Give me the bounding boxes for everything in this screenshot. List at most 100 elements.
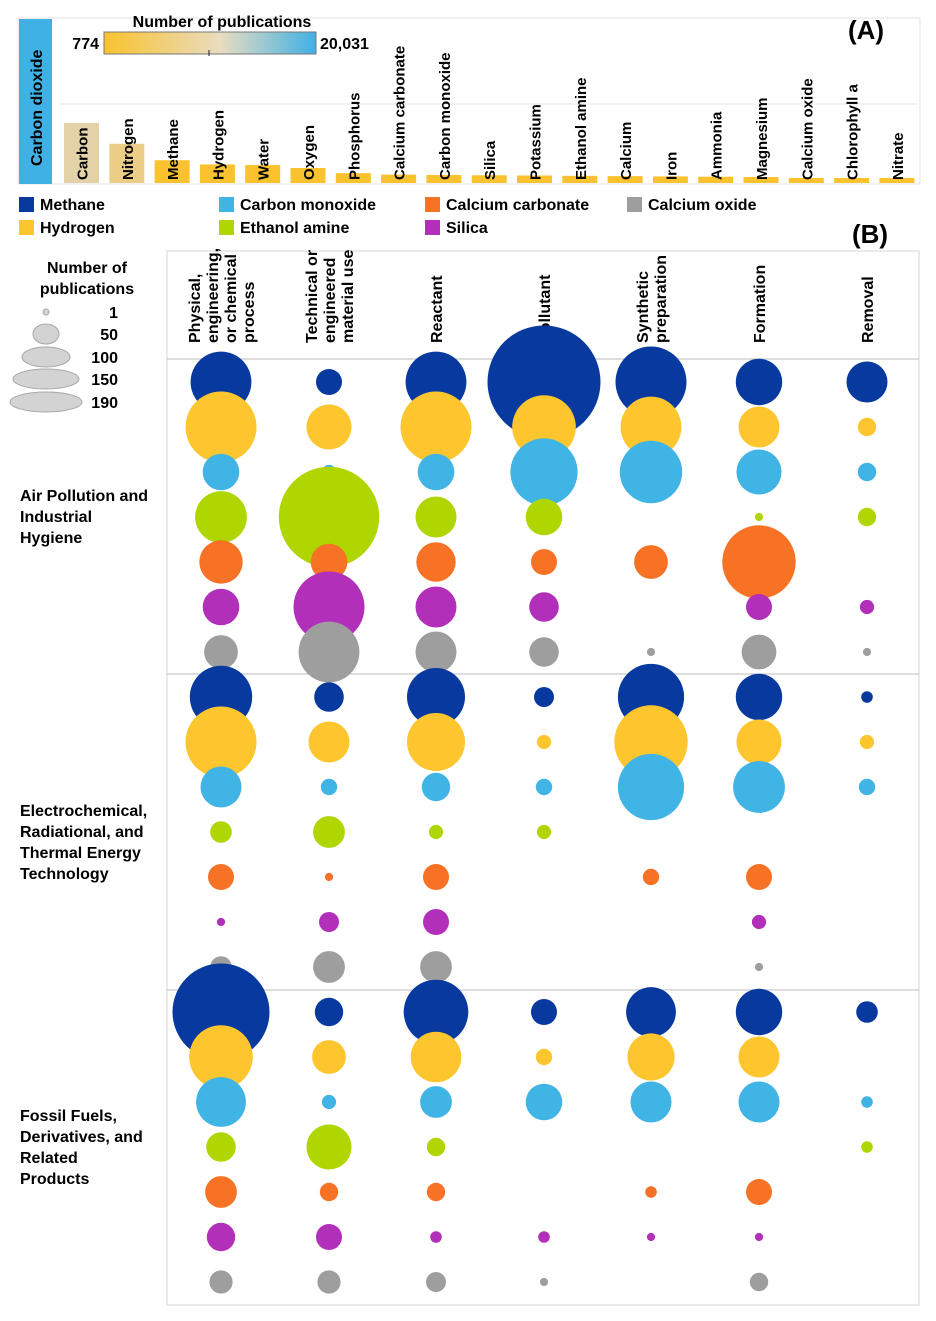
legend-label-silica: Silica — [446, 220, 488, 237]
bar-chlorophyll-a — [834, 178, 870, 183]
bubble-3-carbon-monoxide-col6 — [738, 1081, 780, 1123]
bubble-1-methane-col7 — [846, 361, 888, 403]
bubble-1-ethanol-amine-col4 — [525, 498, 563, 536]
bubble-1-ethanol-amine-col3 — [415, 496, 457, 538]
bubble-1-ethanol-amine-col7 — [857, 507, 877, 527]
legend-swatch-silica — [425, 220, 440, 235]
bubble-3-calcium-carbonate-col6 — [746, 1179, 772, 1205]
column-header-0-line-0: Physical, — [187, 274, 204, 343]
bubble-3-calcium-oxide-col4 — [539, 1277, 549, 1287]
bubble-2-carbon-monoxide-col5 — [617, 753, 685, 821]
panel-a: (A) Carbon dioxide Number of publication… — [17, 14, 921, 185]
size-legend-value-50: 50 — [100, 327, 118, 344]
size-legend-title-line-1: Number of — [47, 260, 128, 277]
bar-ammonia — [698, 176, 734, 183]
bubble-3-ethanol-amine-col1 — [206, 1132, 236, 1162]
bubble-1-silica-col2 — [293, 571, 365, 643]
size-legend-value-190: 190 — [91, 395, 118, 412]
bubble-1-calcium-carbonate-col5 — [634, 545, 668, 579]
bubble-3-carbon-monoxide-col3 — [420, 1086, 452, 1118]
bubble-3-silica-col6 — [754, 1232, 764, 1242]
bubble-1-calcium-oxide-col7 — [862, 647, 872, 657]
panel-a-letter: (A) — [848, 15, 884, 45]
bar-label-calcium-carbonate: Calcium carbonate — [392, 46, 409, 180]
column-header-1-line-0: Technical or — [304, 250, 321, 343]
bar-methane — [154, 160, 190, 183]
legend-label-calcium-oxide: Calcium oxide — [648, 197, 757, 214]
bubble-1-silica-col7 — [859, 599, 875, 615]
bar-potassium — [517, 175, 552, 183]
bubble-2-ethanol-amine-col1 — [210, 821, 232, 843]
group-label-0-line-2: Hygiene — [20, 530, 82, 547]
bubble-2-calcium-oxide-col3 — [420, 951, 452, 983]
bubble-2-methane-col3 — [407, 668, 465, 726]
bubble-2-hydrogen-col1 — [185, 706, 257, 778]
bubble-1-silica-col6 — [746, 594, 772, 620]
panel-a-frame — [17, 17, 921, 185]
bubble-1-calcium-oxide-col1 — [204, 635, 238, 669]
bubble-1-silica-col4 — [529, 592, 559, 622]
group-label-1-line-2: Thermal Energy — [20, 845, 141, 862]
bar-phosphorus — [335, 173, 371, 183]
bar-label-water: Water — [256, 139, 273, 180]
bar-iron — [652, 176, 688, 183]
legend-label-ethanol-amine: Ethanol amine — [240, 220, 349, 237]
bubble-3-silica-col3 — [430, 1231, 442, 1243]
size-legend-title-line-2: publications — [40, 281, 134, 298]
bar-hydrogen — [199, 164, 235, 183]
colorbar-max-label: 20,031 — [320, 36, 369, 53]
bubble-1-carbon-monoxide-col5 — [619, 440, 683, 504]
bubble-3-methane-col7 — [856, 1001, 878, 1023]
bubble-2-hydrogen-col2 — [308, 721, 350, 763]
bubble-1-calcium-oxide-col6 — [741, 634, 777, 670]
legend-swatch-hydrogen — [19, 220, 34, 235]
size-legend-shape-50 — [32, 323, 60, 345]
bar-label-carbon: Carbon — [75, 128, 92, 181]
bar-label-methane: Methane — [165, 119, 182, 180]
group-label-2-line-3: Products — [20, 1171, 89, 1188]
bubble-1-ethanol-amine-col6 — [754, 512, 764, 522]
bubble-3-calcium-oxide-col2 — [317, 1270, 341, 1294]
bar-label-carbon-monoxide: Carbon monoxide — [437, 52, 454, 180]
bubble-1-carbon-monoxide-col6 — [736, 449, 782, 495]
group-label-1-line-1: Radiational, and — [20, 824, 144, 841]
bubble-3-carbon-monoxide-col2 — [321, 1094, 337, 1110]
bar-label-nitrate: Nitrate — [890, 132, 907, 180]
bubble-3-ethanol-amine-col7 — [861, 1141, 873, 1153]
bar-calcium — [607, 176, 643, 183]
bubble-3-methane-col3 — [403, 979, 469, 1045]
bubble-3-hydrogen-col3 — [410, 1031, 462, 1083]
column-header-4-line-0: Synthetic — [635, 271, 652, 343]
bubble-2-carbon-monoxide-col7 — [858, 778, 876, 796]
bar-silica — [471, 175, 507, 183]
bubble-1-silica-col1 — [202, 588, 240, 626]
group-label-2-line-2: Related — [20, 1150, 78, 1167]
bubble-2-carbon-monoxide-col3 — [421, 772, 451, 802]
column-header-0-line-3: process — [241, 282, 258, 343]
column-header-0-line-2: or chemical — [223, 254, 240, 343]
group-label-2-line-1: Derivatives, and — [20, 1129, 143, 1146]
bubble-3-hydrogen-col6 — [738, 1036, 780, 1078]
bubble-1-hydrogen-col7 — [857, 417, 877, 437]
bubble-2-carbon-monoxide-col1 — [200, 766, 242, 808]
bubble-2-carbon-monoxide-col6 — [733, 761, 785, 813]
bubble-3-calcium-oxide-col1 — [209, 1270, 233, 1294]
bubble-1-carbon-monoxide-col7 — [857, 462, 877, 482]
bubble-2-ethanol-amine-col3 — [428, 824, 444, 840]
panel-b-frame — [166, 250, 920, 1306]
bubble-2-hydrogen-col4 — [536, 734, 552, 750]
row-label-box — [19, 19, 52, 184]
bubble-2-calcium-oxide-col6 — [754, 962, 764, 972]
bar-label-iron: Iron — [663, 152, 680, 180]
bar-magnesium — [743, 177, 779, 183]
bubble-3-hydrogen-col1 — [189, 1025, 253, 1089]
bubble-3-ethanol-amine-col2 — [306, 1124, 352, 1170]
size-legend-shape-150 — [12, 368, 80, 390]
bar-carbon-monoxide — [426, 174, 462, 183]
bubble-2-methane-col7 — [861, 691, 873, 703]
bubble-2-methane-col2 — [314, 682, 344, 712]
